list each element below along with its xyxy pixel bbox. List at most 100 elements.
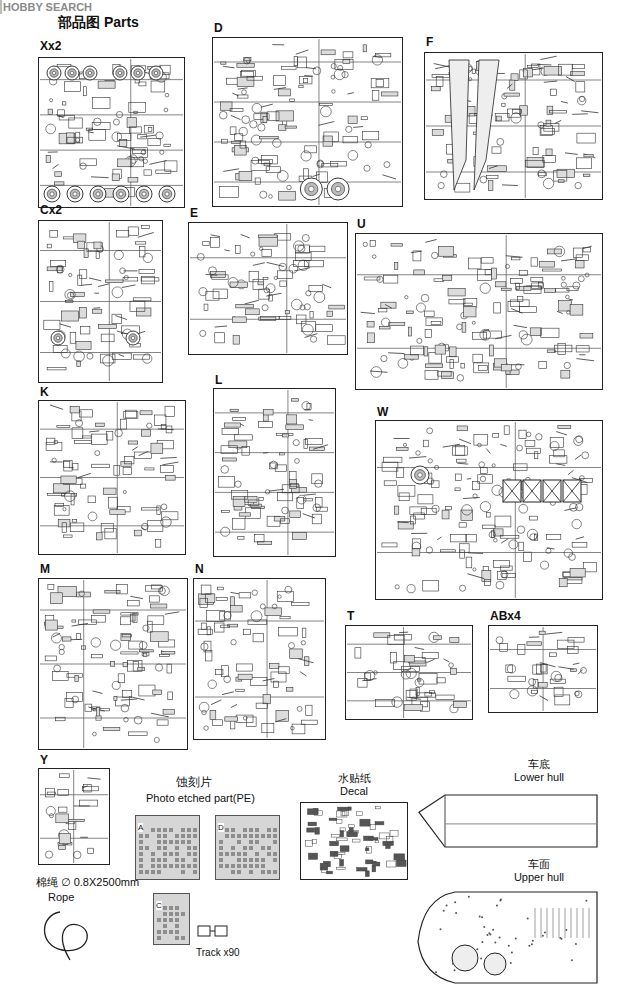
sprue-parts bbox=[215, 390, 334, 555]
sprue-parts bbox=[190, 224, 346, 353]
frame-border bbox=[193, 578, 326, 740]
frame-border bbox=[215, 815, 280, 880]
sprue-letter: U bbox=[357, 218, 603, 232]
heading-holder: N bbox=[193, 563, 326, 577]
frame-border bbox=[38, 220, 163, 383]
heading-holder: E bbox=[188, 207, 348, 221]
heading-holder: U bbox=[355, 218, 603, 232]
sprue-letter: K bbox=[40, 386, 186, 400]
upper-hull: 车面Upper hull bbox=[415, 858, 603, 986]
heading-holder: K bbox=[38, 386, 186, 400]
frame-border bbox=[488, 625, 598, 713]
part-label: Track x90 bbox=[196, 947, 240, 959]
sprue-parts bbox=[40, 580, 186, 748]
decal-art bbox=[305, 806, 406, 876]
frame-border bbox=[213, 388, 336, 557]
heading-holder: 车底Lower hull bbox=[415, 758, 603, 783]
sprue-frame: D bbox=[212, 22, 403, 207]
section-heading: Photo etched part(PE) bbox=[146, 792, 255, 805]
rope-drawing bbox=[45, 912, 88, 960]
sprue-letter: N bbox=[195, 563, 326, 577]
sprue-frame: Cx2 bbox=[38, 204, 163, 383]
sprue-letter: T bbox=[347, 610, 473, 624]
frame-border bbox=[355, 233, 603, 390]
part-label: 棉绳 ∅ 0.8X2500mm bbox=[36, 876, 139, 889]
sprue-parts bbox=[40, 770, 108, 863]
heading-holder: Y bbox=[38, 754, 110, 768]
part-heading: Decal bbox=[300, 785, 408, 798]
sprue-letter: L bbox=[215, 374, 336, 388]
heading-holder: A bbox=[135, 815, 200, 834]
heading-holder: Cx2 bbox=[38, 204, 163, 218]
frame-border bbox=[300, 802, 408, 880]
hull-outline bbox=[415, 792, 600, 850]
sprue-letter: Cx2 bbox=[40, 204, 163, 218]
sprue-parts bbox=[40, 222, 161, 381]
frame-border bbox=[38, 768, 110, 865]
frame-border bbox=[345, 625, 473, 720]
part-label: Rope bbox=[48, 891, 74, 904]
frame-border bbox=[38, 57, 185, 208]
lower-hull: 车底Lower hull bbox=[415, 758, 603, 850]
sprue-frame: L bbox=[213, 374, 336, 557]
heading-holder: W bbox=[375, 406, 603, 420]
sprue-parts bbox=[195, 580, 324, 738]
heading-holder: M bbox=[38, 563, 188, 577]
hull-outline bbox=[415, 888, 600, 986]
pe-fret: A bbox=[135, 815, 200, 880]
sprue-frame: F bbox=[424, 36, 603, 200]
sprue-parts bbox=[214, 39, 401, 205]
frame-border bbox=[375, 420, 603, 600]
heading-holder: F bbox=[424, 36, 603, 50]
pe-fret: D bbox=[215, 815, 280, 880]
heading-holder: D bbox=[215, 815, 280, 834]
pe-fret: C bbox=[153, 893, 190, 945]
part-heading: Upper hull bbox=[475, 871, 603, 884]
sprue-frame: K bbox=[38, 386, 186, 555]
heading-holder: ABx4 bbox=[488, 610, 598, 624]
heading-holder: C bbox=[153, 893, 190, 912]
decal-sheet: 水贴纸Decal bbox=[300, 772, 408, 880]
fret-letter: A bbox=[138, 823, 143, 832]
sprue-letter: Xx2 bbox=[40, 40, 185, 54]
sprue-parts bbox=[490, 627, 596, 711]
sprue-letter: Y bbox=[40, 754, 110, 768]
part-heading: 车底 bbox=[475, 758, 603, 771]
sprue-letter: W bbox=[377, 406, 603, 420]
sprue-frame: M bbox=[38, 563, 188, 750]
frame-border bbox=[212, 37, 403, 207]
watermark: HOBBY SEARCH bbox=[3, 1, 92, 14]
sprue-parts bbox=[40, 402, 184, 553]
heading-holder: 车面Upper hull bbox=[415, 858, 603, 883]
track-link bbox=[198, 926, 227, 936]
sprue-parts bbox=[377, 422, 601, 598]
sprue-parts bbox=[426, 54, 601, 198]
watermark-mark bbox=[0, 0, 2, 14]
frame-border bbox=[135, 815, 200, 880]
sprue-parts bbox=[357, 235, 601, 388]
part-heading: Lower hull bbox=[475, 771, 603, 784]
heading-holder: D bbox=[212, 22, 403, 36]
page-title: 部品图 Parts bbox=[58, 14, 139, 30]
sprue-letter: F bbox=[426, 36, 603, 50]
sprue-parts bbox=[40, 59, 183, 206]
frame-border bbox=[38, 400, 186, 555]
sprue-frame: N bbox=[193, 563, 326, 740]
pe-fret-art bbox=[135, 815, 200, 880]
pe-fret-art bbox=[153, 893, 190, 945]
frame-border bbox=[38, 578, 188, 750]
part-heading: 水贴纸 bbox=[300, 772, 408, 785]
part-heading: 车面 bbox=[475, 858, 603, 871]
sprue-frame: Y bbox=[38, 754, 110, 865]
sprue-letter: E bbox=[190, 207, 348, 221]
heading-holder: Xx2 bbox=[38, 40, 185, 54]
sprue-frame: E bbox=[188, 207, 348, 355]
sprue-parts bbox=[347, 627, 471, 718]
heading-holder: 水贴纸Decal bbox=[300, 772, 408, 797]
frame-border bbox=[424, 52, 603, 200]
section-heading: 蚀刻片 bbox=[176, 776, 212, 790]
fret-letter: D bbox=[218, 823, 224, 832]
sprue-frame: Xx2 bbox=[38, 40, 185, 208]
pe-fret-art bbox=[215, 815, 280, 880]
